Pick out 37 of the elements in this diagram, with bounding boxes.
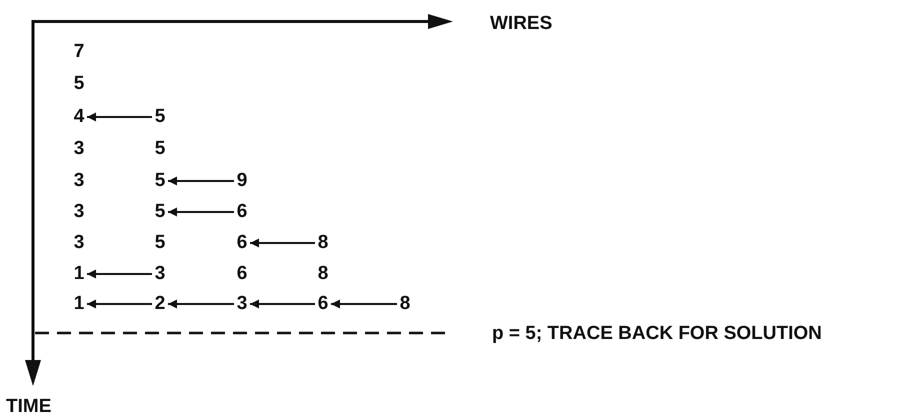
arrow — [250, 300, 315, 308]
value-text: 4 — [72, 107, 86, 127]
axis-label: TIME — [6, 396, 52, 418]
arrow — [168, 176, 234, 186]
axis-label: WIRES — [490, 13, 552, 35]
value-text: 8 — [398, 294, 412, 314]
value-text: 5 — [154, 139, 166, 159]
value-text: 7 — [72, 42, 86, 62]
value-text: 3 — [235, 294, 249, 314]
value-text: 8 — [316, 264, 330, 284]
value-text: 9 — [235, 171, 249, 191]
arrow — [331, 300, 397, 308]
value-text: 5 — [153, 107, 167, 127]
arrow — [87, 300, 152, 308]
value-text: 6 — [236, 264, 248, 284]
value-text: 3 — [72, 233, 86, 253]
arrow — [250, 238, 315, 248]
value-text: 2 — [153, 294, 167, 314]
value-text: 5 — [153, 171, 167, 191]
value-text: 3 — [153, 264, 167, 284]
value-text: 5 — [154, 233, 166, 253]
value-text: 6 — [235, 233, 249, 253]
arrow — [87, 270, 152, 278]
value-text: 3 — [72, 171, 86, 191]
value-text: 3 — [72, 202, 86, 222]
value-text: 5 — [153, 202, 167, 222]
axis-label: p = 5; TRACE BACK FOR SOLUTION — [492, 323, 822, 345]
value-text: 8 — [316, 233, 330, 253]
arrow — [87, 112, 152, 122]
arrow — [168, 208, 234, 216]
value-text: 1 — [72, 294, 86, 314]
value-text: 5 — [72, 74, 86, 94]
value-text: 6 — [316, 294, 330, 314]
value-text: 3 — [72, 139, 86, 159]
arrow — [168, 300, 234, 308]
value-text: 6 — [235, 202, 249, 222]
value-text: 1 — [72, 264, 86, 284]
